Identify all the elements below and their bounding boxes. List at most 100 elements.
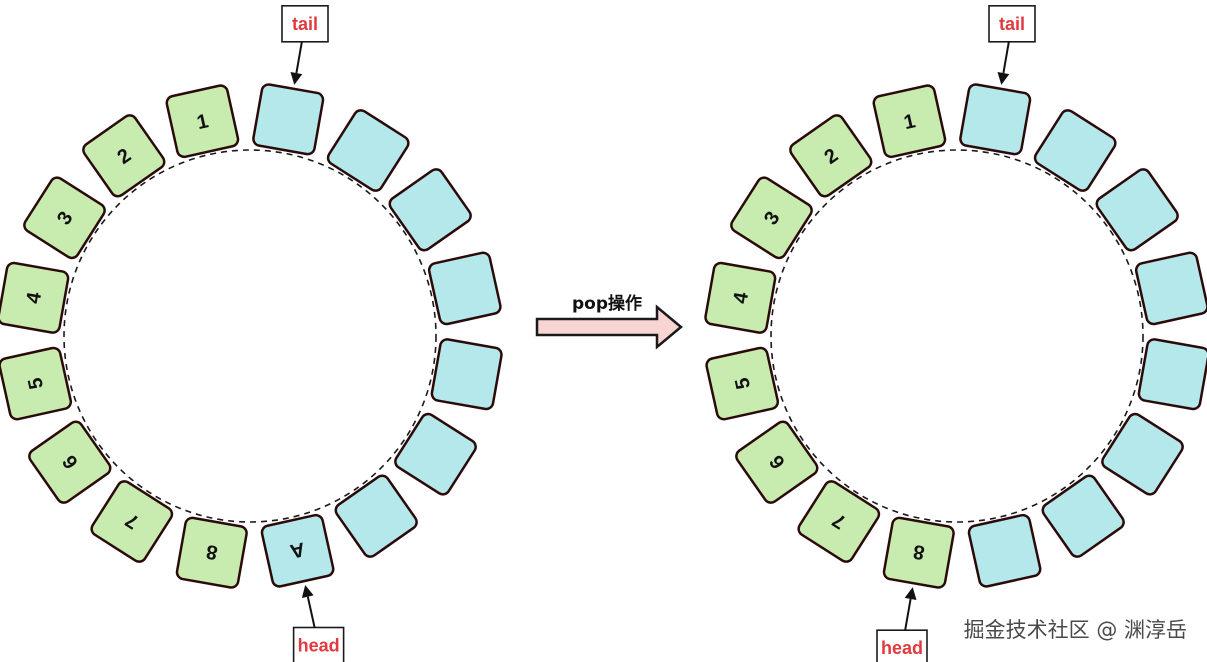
slot-box — [394, 412, 477, 496]
slot-box — [967, 513, 1042, 588]
slot-box — [872, 84, 947, 159]
head-pointer-label: head — [881, 638, 923, 658]
after-slot-4 — [1137, 338, 1207, 411]
head-pointer-box — [292, 626, 345, 662]
slot-box — [388, 168, 472, 252]
slot-label: 8 — [912, 540, 927, 564]
slot-box — [1101, 412, 1184, 496]
before-slot-3 — [427, 251, 502, 326]
before-dashed-circle — [63, 149, 437, 523]
after-head-pointer: head — [876, 587, 928, 662]
slot-box — [704, 261, 777, 334]
slot-box — [959, 83, 1032, 156]
after-tail-pointer: tail — [988, 5, 1036, 85]
slot-label: 1 — [902, 110, 918, 134]
tail-pointer-label: tail — [292, 14, 318, 34]
before-tail-pointer: tail — [281, 5, 329, 85]
before-slot-8: 8 — [175, 516, 248, 589]
slot-box — [252, 83, 325, 156]
head-pointer-box — [876, 629, 928, 662]
slot-box — [82, 114, 166, 198]
before-slot-14: 2 — [82, 114, 166, 198]
tail-pointer-label: tail — [999, 14, 1025, 34]
operation-label: pop操作 — [572, 293, 642, 314]
after-slot-14: 2 — [789, 114, 873, 198]
slot-label: 4 — [22, 290, 46, 306]
before-head-pointer: head — [292, 585, 345, 662]
after-slot-8: 8 — [882, 516, 955, 589]
after-slot-1 — [1033, 109, 1117, 192]
slot-label: 5 — [731, 376, 755, 392]
tail-pointer-box — [281, 5, 329, 43]
tail-pointer-box — [988, 5, 1036, 43]
after-slot-13: 3 — [730, 176, 813, 260]
after-slot-15: 1 — [872, 84, 947, 159]
slot-box — [0, 346, 73, 421]
before-slot-0 — [252, 83, 325, 156]
after-slot-0 — [959, 83, 1032, 156]
pop-operation-arrow: pop操作 — [535, 293, 683, 350]
before-slot-2 — [388, 168, 472, 252]
head-pointer-line — [904, 598, 912, 631]
arrowhead-icon — [997, 72, 1010, 85]
right-arrow-icon — [535, 304, 683, 350]
slot-box — [1033, 109, 1117, 192]
slot-label: A — [288, 538, 307, 563]
tail-pointer-line — [1002, 41, 1010, 74]
slot-box — [0, 261, 70, 334]
slot-box — [1137, 338, 1207, 411]
arrowhead-icon — [290, 72, 303, 85]
slot-box — [730, 176, 813, 260]
slot-box — [882, 516, 955, 589]
before-slot-15: 1 — [165, 84, 240, 159]
watermark-text: 掘金技术社区 @ 渊淳岳 — [964, 618, 1187, 642]
arrowhead-icon — [904, 587, 917, 600]
slot-box — [789, 114, 873, 198]
before-slot-6 — [334, 474, 418, 558]
before-slot-13: 3 — [23, 176, 106, 260]
slot-box — [1134, 251, 1207, 326]
tail-pointer-line — [295, 41, 303, 74]
slot-label: 1 — [195, 110, 211, 134]
slot-box — [735, 420, 819, 504]
slot-box — [90, 480, 174, 563]
after-slot-7 — [967, 513, 1042, 588]
slot-box — [1041, 474, 1125, 558]
before-slot-11: 5 — [0, 346, 73, 421]
slot-box — [430, 338, 503, 411]
after-slot-12: 4 — [704, 261, 777, 334]
before-slot-4 — [430, 338, 503, 411]
after-dashed-circle — [770, 149, 1144, 523]
before-slot-10: 6 — [28, 420, 112, 504]
slot-label: 5 — [24, 376, 48, 392]
before-slot-12: 4 — [0, 261, 70, 334]
head-pointer-label: head — [298, 636, 340, 656]
after-slot-6 — [1041, 474, 1125, 558]
slot-box — [705, 346, 780, 421]
before-slot-1 — [326, 109, 410, 192]
before-slot-5 — [394, 412, 477, 496]
slot-box — [175, 516, 248, 589]
slot-label: 4 — [729, 290, 753, 306]
slot-box — [427, 251, 502, 326]
after-slot-5 — [1101, 412, 1184, 496]
before-slot-9: 7 — [90, 480, 174, 563]
slot-box — [797, 480, 881, 563]
after-slot-10: 6 — [735, 420, 819, 504]
head-pointer-line — [306, 596, 316, 629]
after-slot-9: 7 — [797, 480, 881, 563]
slot-box — [334, 474, 418, 558]
slot-box — [165, 84, 240, 159]
before-slot-7: A — [260, 513, 335, 588]
slot-box — [326, 109, 410, 192]
slot-label: 8 — [205, 540, 220, 564]
slot-box — [28, 420, 112, 504]
slot-box — [1095, 168, 1179, 252]
after-slot-11: 5 — [705, 346, 780, 421]
arrowhead-icon — [301, 585, 314, 598]
after-slot-3 — [1134, 251, 1207, 326]
slot-box — [23, 176, 106, 260]
